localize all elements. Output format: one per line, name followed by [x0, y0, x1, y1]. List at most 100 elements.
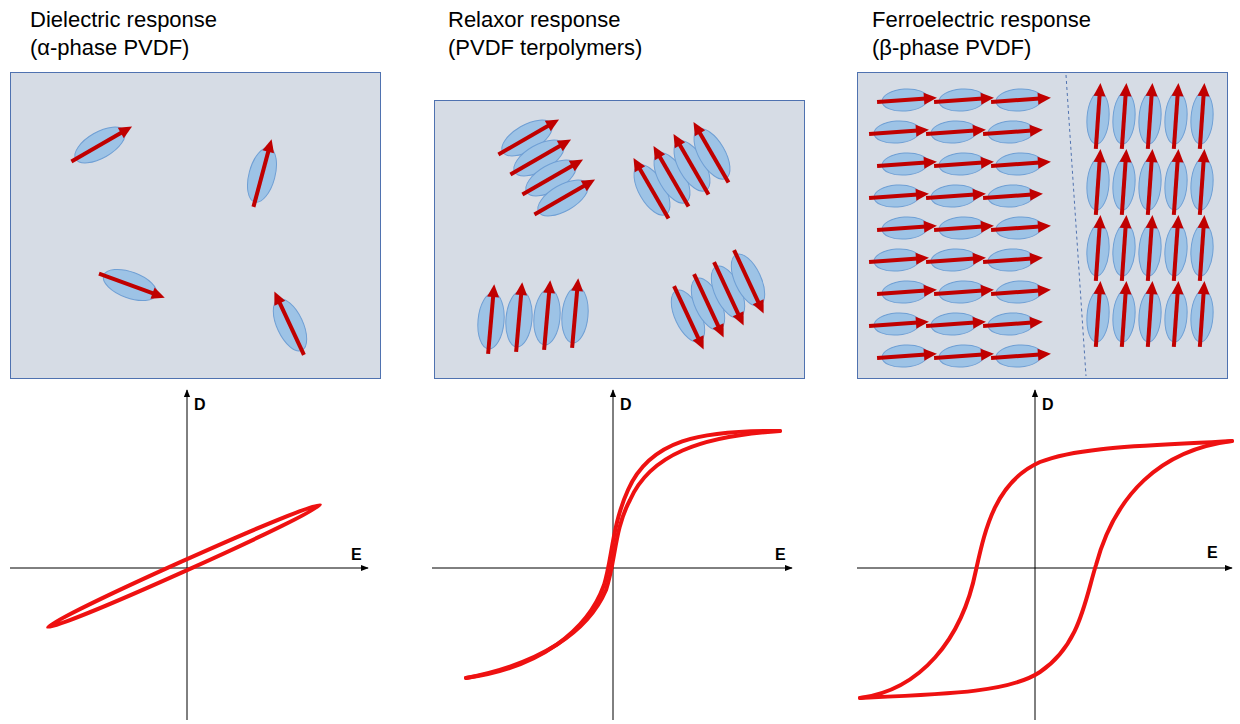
- dipole-shaft: [1096, 94, 1100, 149]
- dipole: [990, 215, 1051, 241]
- dipole: [876, 279, 937, 305]
- dipole-head: [1172, 83, 1185, 97]
- panel-ground: [435, 101, 805, 379]
- dipole-shaft: [1174, 94, 1178, 149]
- molecule: [99, 263, 161, 307]
- dipole: [1137, 148, 1164, 215]
- panel-ground: [11, 73, 381, 379]
- dipole: [990, 151, 1051, 177]
- dipole-head: [648, 143, 665, 160]
- dipole: [868, 247, 929, 273]
- dipole: [263, 286, 316, 360]
- dipole: [925, 311, 986, 337]
- dipole: [1163, 280, 1190, 347]
- dipole-head: [1038, 92, 1052, 105]
- panel-title: Ferroelectric response: [872, 6, 1091, 34]
- dipole: [1163, 214, 1190, 281]
- dipole-head: [1120, 281, 1133, 295]
- dipole-head: [1094, 149, 1107, 163]
- dipole-head: [1146, 83, 1159, 97]
- relaxor-loop: [466, 431, 780, 678]
- domain-wall: [1066, 75, 1086, 376]
- dipole-shaft: [1148, 292, 1152, 347]
- dipole-shaft: [991, 163, 1040, 166]
- dipole: [982, 311, 1043, 337]
- dipole-head: [1146, 281, 1159, 295]
- dipole-shaft: [1122, 292, 1126, 347]
- dipole: [1111, 214, 1138, 281]
- dipole-head: [1198, 215, 1211, 229]
- dipole: [1189, 214, 1216, 281]
- dipole-head: [1198, 149, 1211, 163]
- dipole-shaft: [1200, 292, 1204, 347]
- dipole-shaft: [1122, 226, 1126, 281]
- dipole-head: [668, 131, 685, 148]
- dipole-shaft: [1174, 160, 1178, 215]
- dipole-shaft: [991, 99, 1040, 102]
- dipole: [933, 87, 994, 113]
- dipole-shaft: [1148, 226, 1152, 281]
- dipole-shaft: [1200, 94, 1204, 149]
- dipole-shaft: [734, 250, 759, 303]
- dipole: [531, 279, 563, 351]
- dipole-head: [581, 174, 598, 191]
- e-axis: [857, 568, 1232, 569]
- ferroelectric-loop: [860, 441, 1232, 698]
- dipole: [1189, 82, 1216, 149]
- dipole: [1137, 280, 1164, 347]
- dipole-head: [1172, 215, 1185, 229]
- dipole: [528, 168, 602, 226]
- dipole-head: [693, 335, 709, 352]
- dipole-head: [262, 138, 277, 154]
- dipole: [933, 151, 994, 177]
- dipole: [933, 343, 994, 369]
- dipole-head: [571, 278, 584, 292]
- dipole-shaft: [877, 99, 926, 102]
- dipole: [1163, 82, 1190, 149]
- dipole-shaft: [877, 355, 926, 358]
- dipole-shaft: [926, 323, 975, 326]
- dipole-head: [733, 311, 749, 328]
- dipole-shaft: [869, 323, 918, 326]
- molecule: [266, 294, 313, 356]
- dipole-shaft: [869, 259, 918, 262]
- dipole-head: [1030, 316, 1044, 329]
- dipole-head: [1030, 188, 1044, 201]
- d-axis: [1035, 390, 1036, 720]
- dipole-head: [487, 284, 500, 298]
- response-panel: Relaxor response(PVDF terpolymers): [434, 100, 805, 379]
- panel-heading: Dielectric response(α-phase PVDF): [30, 6, 217, 62]
- dipole-shaft: [1148, 160, 1152, 215]
- dipole-shaft: [1174, 292, 1178, 347]
- dipole: [868, 183, 929, 209]
- dipole-shaft: [1122, 160, 1126, 215]
- dipole-head: [1172, 281, 1185, 295]
- axes: [10, 390, 1232, 720]
- axis-label: D: [193, 396, 207, 414]
- dipole-head: [557, 134, 574, 151]
- dipole: [1111, 280, 1138, 347]
- dipole-shaft: [1122, 94, 1126, 149]
- dipole: [990, 343, 1051, 369]
- relaxor-loop: [466, 431, 780, 678]
- dipole: [65, 115, 139, 173]
- molecule: [69, 120, 130, 171]
- dipole: [925, 247, 986, 273]
- dipole-head: [1094, 281, 1107, 295]
- dipole-shaft: [934, 163, 983, 166]
- dipole-head: [1038, 284, 1052, 297]
- dipole-head: [1038, 220, 1052, 233]
- dipole: [1111, 82, 1138, 149]
- dipole: [1163, 148, 1190, 215]
- response-panel: Dielectric response(α-phase PVDF): [10, 72, 381, 379]
- axis-label: E: [774, 546, 787, 564]
- dipole: [682, 115, 740, 189]
- dipole-head: [1120, 215, 1133, 229]
- dipole-shaft: [983, 195, 1032, 198]
- dipole: [1137, 214, 1164, 281]
- dipole: [868, 119, 929, 145]
- molecule: [724, 249, 771, 311]
- dipole-head: [1030, 124, 1044, 137]
- dipole: [1085, 148, 1112, 215]
- dipole: [559, 277, 591, 349]
